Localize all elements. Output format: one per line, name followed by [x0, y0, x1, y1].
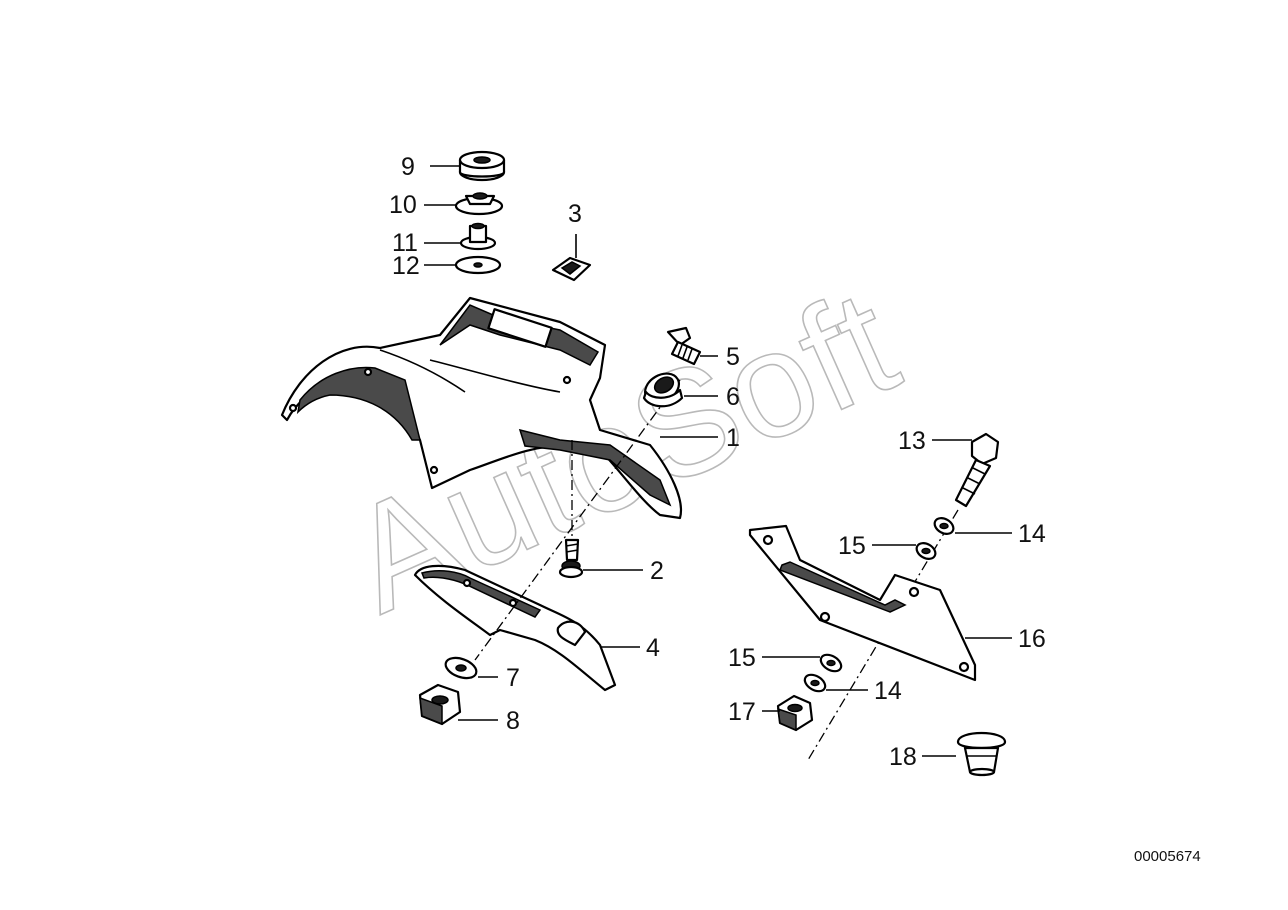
part-3-clip-nut [551, 234, 592, 282]
part-12-washer [454, 255, 502, 275]
callout-15-upper: 15 [838, 532, 866, 560]
callout-15-lower: 15 [728, 644, 756, 672]
part-4-bracket [413, 379, 681, 692]
part-16-plate-bracket [748, 524, 977, 682]
callout-11: 11 [392, 229, 418, 257]
part-7-washer [444, 656, 478, 680]
part-8-nut [418, 683, 462, 726]
part-2-screw [558, 440, 584, 579]
callout-5: 5 [726, 343, 740, 371]
part-18-plug [956, 732, 1007, 777]
callout-6: 6 [726, 383, 740, 411]
callout-4: 4 [646, 634, 660, 662]
callout-12: 12 [392, 252, 420, 280]
callout-2: 2 [650, 557, 664, 585]
part-15-washer-upper [915, 542, 937, 560]
leader-lines [424, 165, 1012, 757]
part-15-washer-lower [819, 653, 843, 673]
callout-10: 10 [389, 191, 417, 219]
part-1-rear-fender [280, 296, 683, 520]
part-6-bushing [642, 372, 684, 408]
part-11-spacer-sleeve [459, 222, 497, 251]
part-9-rubber-mount [458, 150, 506, 182]
callout-9: 9 [401, 153, 415, 181]
part-5-bolt [666, 326, 702, 366]
callout-3: 3 [568, 200, 582, 228]
callout-16: 16 [1018, 625, 1046, 653]
callout-17: 17 [728, 698, 756, 726]
callout-13: 13 [898, 427, 926, 455]
part-14-washer-lower [803, 673, 827, 693]
part-14-washer-upper [933, 517, 955, 535]
callout-14-lower: 14 [874, 677, 902, 705]
callout-18: 18 [889, 743, 917, 771]
callout-labels: 9 10 11 12 3 5 6 1 2 4 7 8 13 14 15 16 1… [389, 153, 1046, 771]
part-10-rubber-mount [454, 192, 504, 216]
document-number: 00005674 [1134, 848, 1201, 865]
part-17-nut [776, 694, 814, 732]
callout-8: 8 [506, 707, 520, 735]
callout-1: 1 [726, 424, 740, 452]
callout-14-upper: 14 [1018, 520, 1046, 548]
callout-7: 7 [506, 664, 520, 692]
